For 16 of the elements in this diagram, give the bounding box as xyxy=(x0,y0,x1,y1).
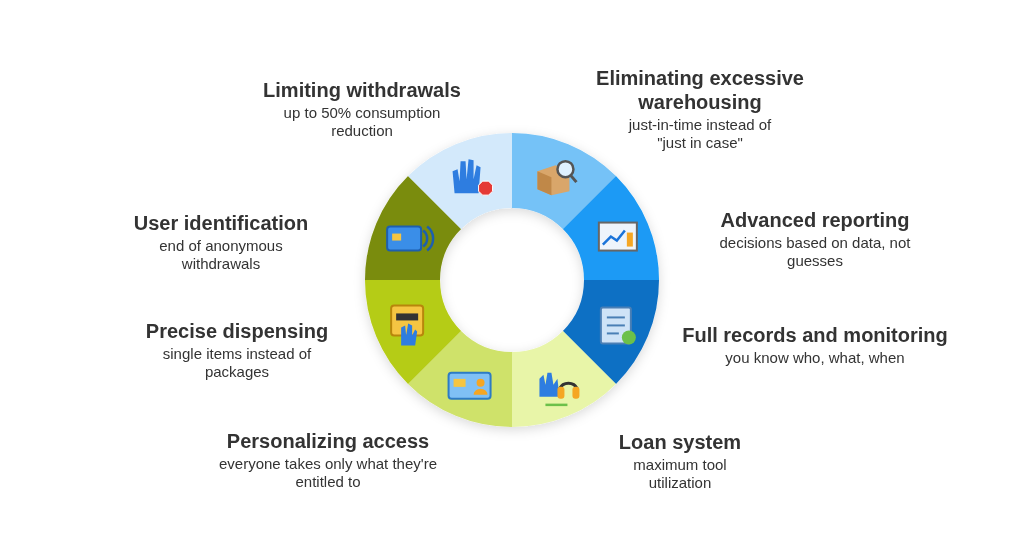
item-heading: Precise dispensing xyxy=(144,319,330,343)
item-heading: Eliminating excessive warehousing xyxy=(595,66,805,114)
item-description: maximum tool utilization xyxy=(632,456,728,492)
item-heading: Loan system xyxy=(617,430,743,454)
item-description: everyone takes only what they're entitled to xyxy=(218,455,438,491)
item-heading: Limiting withdrawals xyxy=(262,78,462,102)
item-description: end of anonymous withdrawals xyxy=(158,237,284,273)
item-heading: Full records and monitoring xyxy=(681,323,949,347)
item-description: just-in-time instead of "just in case" xyxy=(627,116,773,152)
item-description: up to 50% consumption reduction xyxy=(282,104,442,140)
item-description: single items instead of packages xyxy=(161,345,313,381)
item-description: you know who, what, when xyxy=(724,349,906,367)
item-heading: User identification xyxy=(132,211,310,235)
item-heading: Personalizing access xyxy=(225,429,431,453)
item-heading: Advanced reporting xyxy=(719,208,911,232)
item-description: decisions based on data, not guesses xyxy=(718,234,912,270)
